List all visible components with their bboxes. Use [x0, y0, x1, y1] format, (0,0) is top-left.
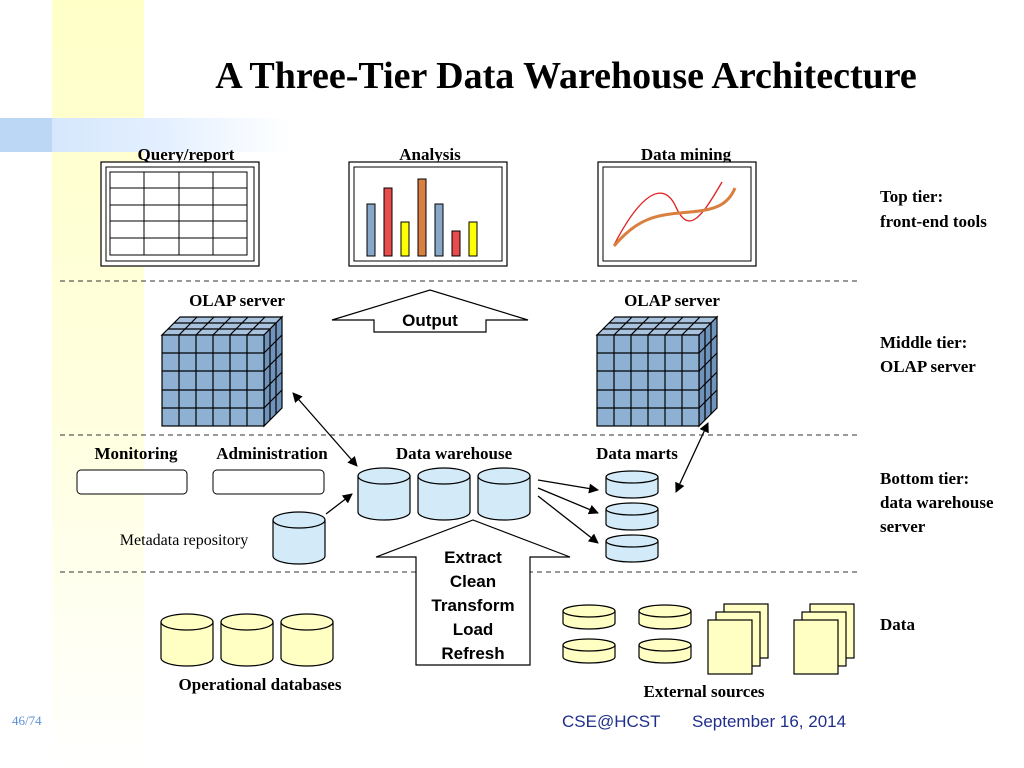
arrow-metadata-warehouse	[325, 493, 353, 515]
bar-red-1	[383, 187, 393, 257]
monitoring-box	[76, 469, 188, 495]
query-report-icon	[100, 161, 260, 267]
svg-text:Data: Data	[880, 615, 915, 634]
metadata-repository-label: Metadata repository	[120, 532, 248, 549]
administration-box	[212, 469, 325, 495]
data-mining-icon	[597, 161, 757, 267]
bar-red-2	[451, 230, 461, 257]
analysis-label: Analysis	[399, 145, 461, 164]
tier-label-data: Data	[880, 615, 915, 634]
monitoring-label: Monitoring	[94, 444, 178, 463]
etl-clean: Clean	[450, 572, 496, 591]
output-label: Output	[402, 311, 458, 330]
olap-cube-left-icon	[160, 315, 284, 428]
arrow-olap-left-warehouse	[292, 392, 358, 467]
metadata-repository-db-icon	[272, 511, 326, 565]
svg-text:OLAP server: OLAP server	[880, 357, 976, 376]
bar-yellow-1	[400, 221, 410, 257]
decorative-blue-block	[0, 118, 52, 152]
olap-cube-right-icon	[595, 315, 719, 428]
footer-date: September 16, 2014	[692, 712, 846, 731]
svg-text:Middle tier:: Middle tier:	[880, 333, 967, 352]
etl-arrow: Extract Clean Transform Load Refresh	[375, 519, 571, 666]
data-warehouse-db-icon	[357, 467, 531, 521]
data-mining-label: Data mining	[641, 145, 732, 164]
external-sources-db-icon	[562, 604, 692, 664]
page-number: 46/74	[12, 713, 42, 728]
etl-extract: Extract	[444, 548, 502, 567]
olap-server-left-label: OLAP server	[189, 291, 285, 310]
svg-text:Bottom tier:: Bottom tier:	[880, 469, 969, 488]
data-marts-db-icon	[605, 470, 659, 563]
tier-label-top: Top tier: front-end tools	[880, 187, 987, 231]
external-sources-documents-icon	[707, 603, 855, 675]
data-warehouse-label: Data warehouse	[396, 444, 513, 463]
external-sources-label: External sources	[643, 682, 764, 701]
tier-label-bottom: Bottom tier: data warehouse server	[880, 469, 994, 536]
mining-curve-orange	[612, 187, 737, 247]
bar-blue-1	[366, 203, 376, 257]
svg-text:server: server	[880, 517, 926, 536]
olap-server-right-label: OLAP server	[624, 291, 720, 310]
etl-refresh: Refresh	[441, 644, 504, 663]
etl-load: Load	[453, 620, 494, 639]
slide-title: A Three-Tier Data Warehouse Architecture	[215, 55, 917, 97]
svg-text:data warehouse: data warehouse	[880, 493, 994, 512]
analysis-chart-icon	[348, 161, 508, 267]
query-report-label: Query/report	[138, 145, 235, 164]
operational-databases-label: Operational databases	[179, 675, 342, 694]
svg-text:Top tier:: Top tier:	[880, 187, 943, 206]
operational-databases-icon	[160, 613, 334, 667]
svg-text:front-end tools: front-end tools	[880, 212, 987, 231]
etl-transform: Transform	[431, 596, 514, 615]
output-arrow: Output	[331, 289, 529, 333]
data-marts-label: Data marts	[596, 444, 678, 463]
bar-yellow-2	[468, 221, 478, 257]
footer-org: CSE@HCST	[562, 712, 661, 731]
arrows-warehouse-to-marts	[537, 479, 599, 544]
bar-blue-2	[434, 203, 444, 257]
administration-label: Administration	[216, 444, 328, 463]
arrow-olap-right-marts	[675, 422, 709, 493]
tier-label-middle: Middle tier: OLAP server	[880, 333, 976, 376]
bar-orange-1	[417, 178, 427, 257]
